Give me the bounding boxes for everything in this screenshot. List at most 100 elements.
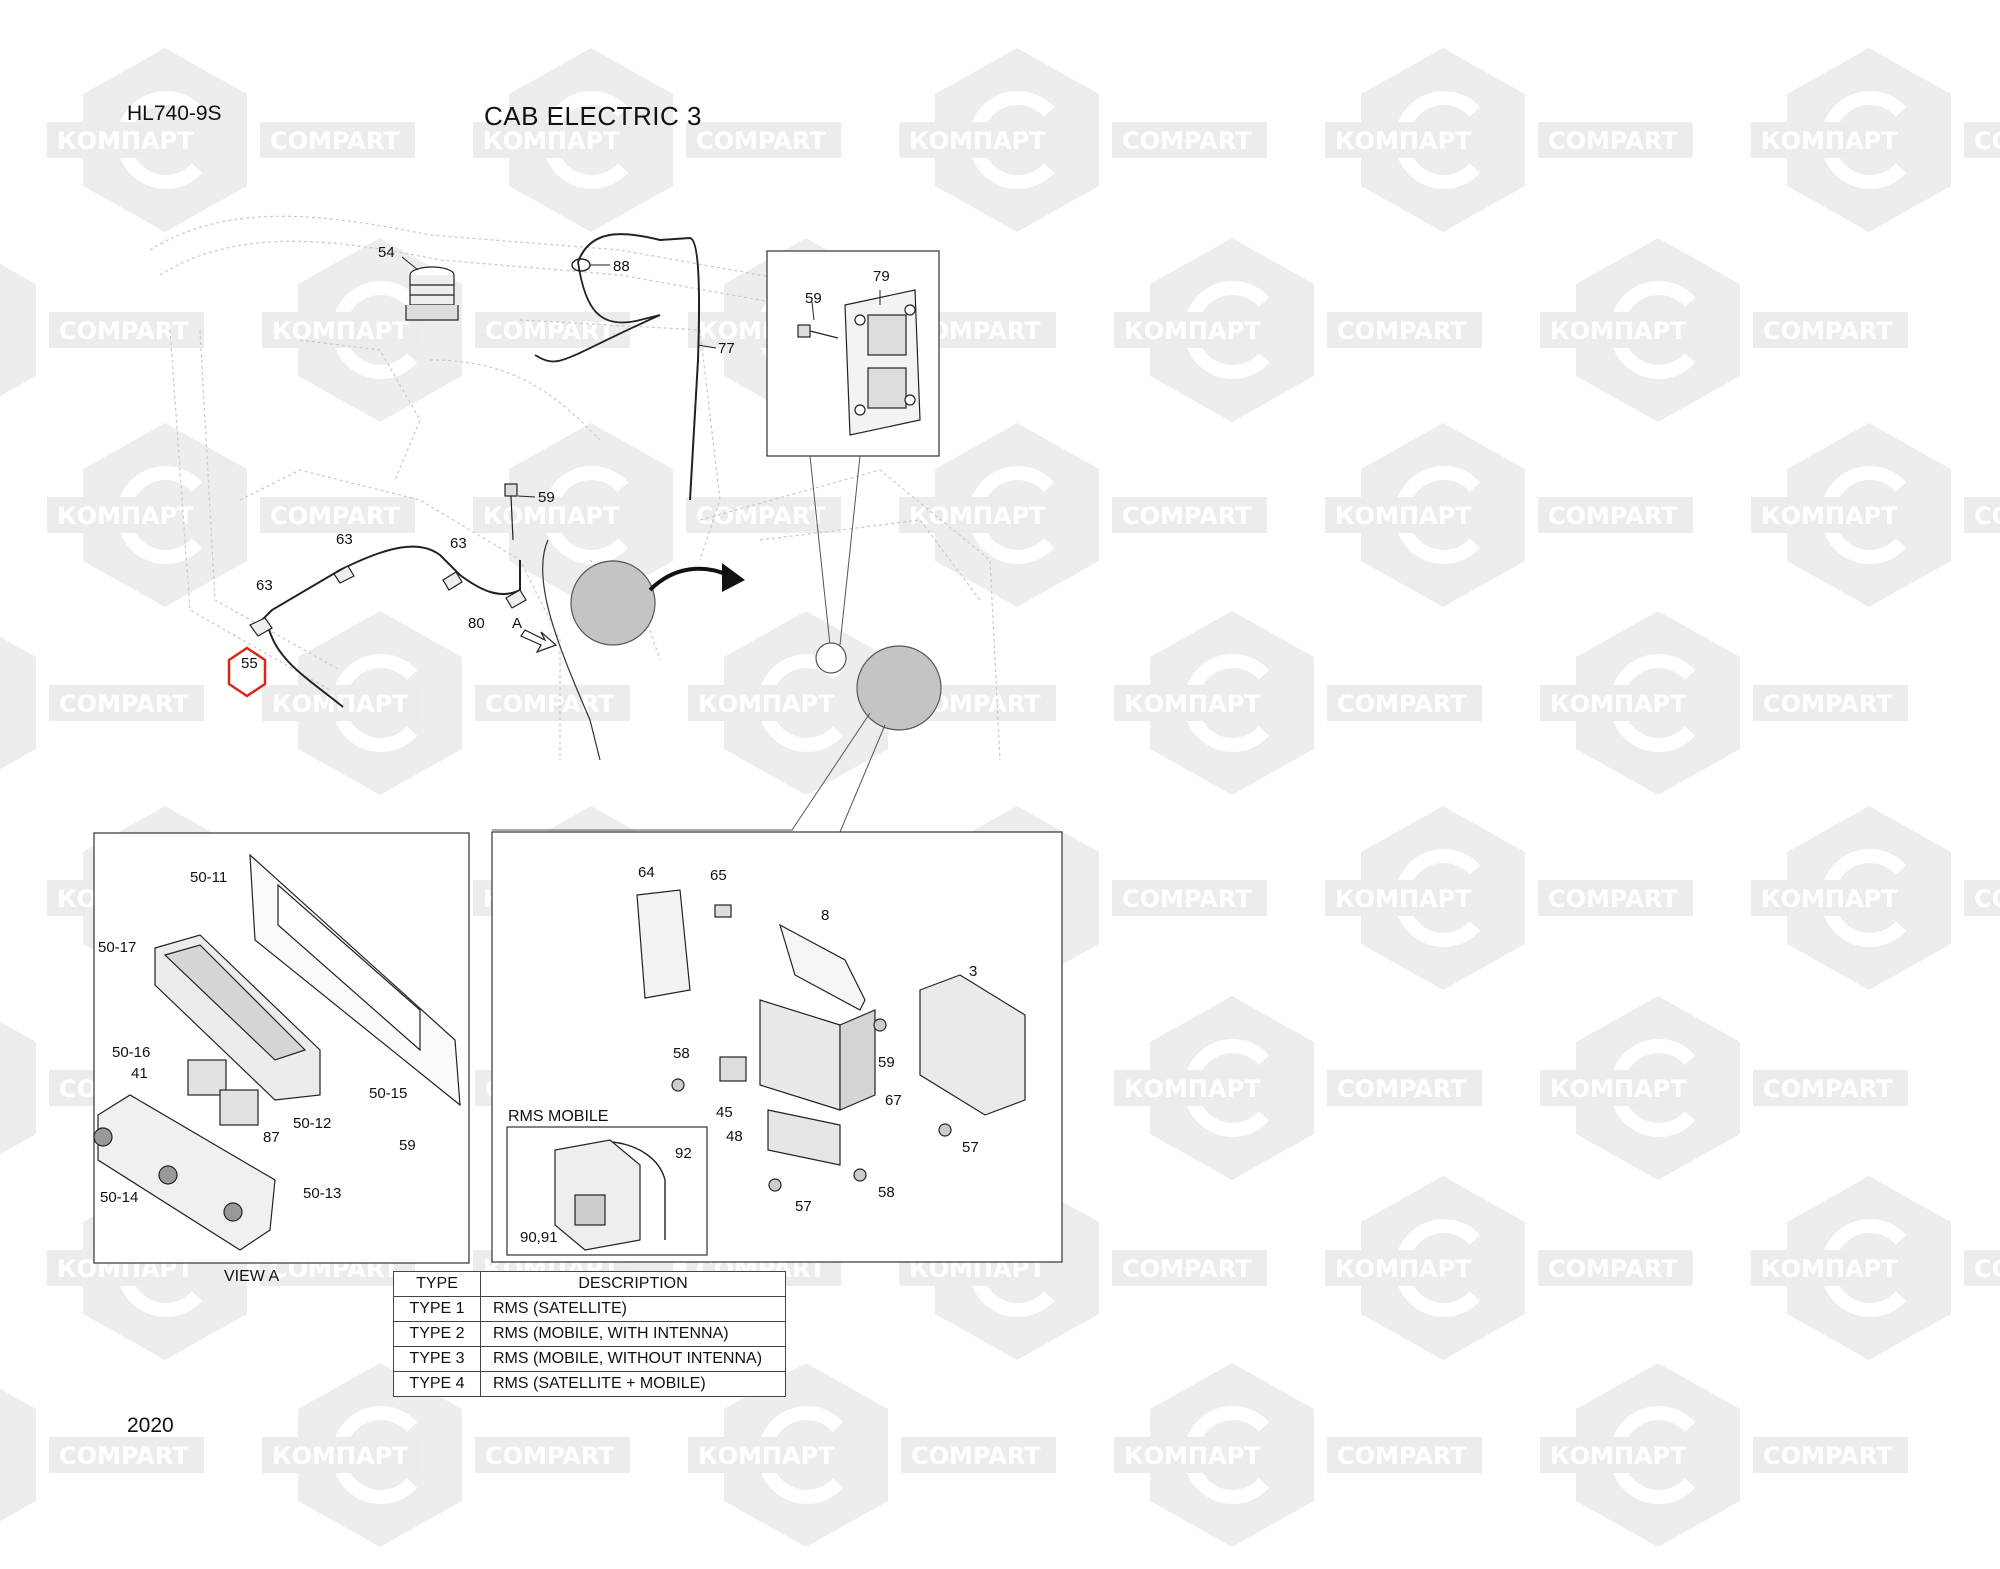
svg-text:COMPART: COMPART <box>696 502 826 530</box>
table-row: TYPE 2 RMS (MOBILE, WITH INTENNA) <box>393 1321 786 1347</box>
callout-50-11[interactable]: 50-11 <box>190 869 228 886</box>
leader-59-upper <box>517 495 536 498</box>
callout-88[interactable]: 88 <box>613 258 630 275</box>
svg-text:КОМПАРТ: КОМПАРТ <box>272 1442 409 1470</box>
svg-text:COMPART: COMPART <box>911 1442 1041 1470</box>
svg-text:COMPART: COMPART <box>1974 1255 2000 1283</box>
inset-79-target <box>815 642 847 674</box>
part-67-controller <box>759 999 876 1111</box>
leader-54 <box>401 256 419 271</box>
arrow-head <box>722 563 745 592</box>
svg-text:КОМПАРТ: КОМПАРТ <box>909 127 1046 155</box>
harness-77-branch <box>534 261 661 363</box>
callout-55[interactable]: 55 <box>241 655 258 672</box>
part-54-cylinder <box>405 266 459 321</box>
part-59-screw-inset <box>797 324 839 339</box>
callout-63-middle[interactable]: 63 <box>336 531 353 548</box>
type-description-table: TYPE DESCRIPTION TYPE 1 RMS (SATELLITE) … <box>393 1271 786 1397</box>
harness-55 <box>260 545 521 708</box>
callout-50-12[interactable]: 50-12 <box>293 1115 332 1132</box>
callout-8[interactable]: 8 <box>821 907 830 924</box>
part-79-module <box>844 289 921 436</box>
view-a-panel <box>249 853 461 1107</box>
detail-circle-b <box>856 645 942 731</box>
callout-50-15[interactable]: 50-15 <box>369 1085 408 1102</box>
callout-79[interactable]: 79 <box>873 268 890 285</box>
table-cell-type: TYPE 3 <box>393 1346 481 1372</box>
callout-77[interactable]: 77 <box>718 340 735 357</box>
model-number: HL740-9S <box>127 102 222 125</box>
rms-mobile-label: RMS MOBILE <box>508 1108 609 1125</box>
callout-58-right[interactable]: 58 <box>878 1184 895 1201</box>
table-cell-description: RMS (MOBILE, WITH INTENNA) <box>480 1321 786 1347</box>
table-row: TYPE 4 RMS (SATELLITE + MOBILE) <box>393 1371 786 1397</box>
svg-text:COMPART: COMPART <box>1548 1255 1678 1283</box>
part-88-ring <box>571 258 591 272</box>
callout-50-14[interactable]: 50-14 <box>100 1189 139 1206</box>
rms-screws <box>671 1018 952 1192</box>
clip-80 <box>505 589 527 609</box>
callout-65[interactable]: 65 <box>710 867 727 884</box>
view-a-caption: VIEW A <box>224 1268 280 1285</box>
svg-text:COMPART: COMPART <box>1763 1075 1893 1103</box>
callout-48[interactable]: 48 <box>726 1128 743 1145</box>
page-title: CAB ELECTRIC 3 <box>484 101 702 131</box>
svg-text:КОМПАРТ: КОМПАРТ <box>1335 127 1472 155</box>
callout-view-a-marker[interactable]: A <box>512 615 523 632</box>
part-48-module <box>767 1109 841 1166</box>
callout-64[interactable]: 64 <box>638 864 655 881</box>
callout-59-inset[interactable]: 59 <box>805 290 822 307</box>
svg-text:КОМПАРТ: КОМПАРТ <box>1335 502 1472 530</box>
svg-text:COMPART: COMPART <box>1122 885 1252 913</box>
callout-59-upper[interactable]: 59 <box>538 489 555 506</box>
callout-50-13[interactable]: 50-13 <box>303 1185 342 1202</box>
callout-57-left[interactable]: 57 <box>795 1198 812 1215</box>
table-cell-description: RMS (SATELLITE + MOBILE) <box>480 1371 786 1397</box>
callout-50-16[interactable]: 50-16 <box>112 1044 151 1061</box>
callout-59-rms[interactable]: 59 <box>878 1054 895 1071</box>
svg-text:КОМПАРТ: КОМПАРТ <box>1550 317 1687 345</box>
svg-text:КОМПАРТ: КОМПАРТ <box>1335 885 1472 913</box>
callout-58-left[interactable]: 58 <box>673 1045 690 1062</box>
callout-3[interactable]: 3 <box>969 963 978 980</box>
svg-text:COMPART: COMPART <box>1122 1255 1252 1283</box>
callout-87[interactable]: 87 <box>263 1129 280 1146</box>
callout-90-91[interactable]: 90,91 <box>520 1229 558 1246</box>
callout-92[interactable]: 92 <box>675 1145 692 1162</box>
callout-63-left[interactable]: 63 <box>256 577 273 594</box>
callout-80[interactable]: 80 <box>468 615 485 632</box>
highlight-hex-55 <box>227 646 267 698</box>
callout-63-right[interactable]: 63 <box>450 535 467 552</box>
svg-text:КОМПАРТ: КОМПАРТ <box>1124 317 1261 345</box>
table-cell-description: RMS (MOBILE, WITHOUT INTENNA) <box>480 1346 786 1372</box>
svg-text:КОМПАРТ: КОМПАРТ <box>1550 690 1687 718</box>
rms-mobile-unit <box>554 1139 641 1251</box>
callout-67[interactable]: 67 <box>885 1092 902 1109</box>
svg-text:COMPART: COMPART <box>59 690 189 718</box>
callout-50-17[interactable]: 50-17 <box>98 939 137 956</box>
part-64-plate <box>636 889 691 999</box>
svg-text:КОМПАРТ: КОМПАРТ <box>909 502 1046 530</box>
callout-54[interactable]: 54 <box>378 244 395 261</box>
callout-45[interactable]: 45 <box>716 1104 733 1121</box>
svg-text:КОМПАРТ: КОМПАРТ <box>1550 1442 1687 1470</box>
part-3-cover <box>919 974 1026 1116</box>
callout-41[interactable]: 41 <box>131 1065 148 1082</box>
svg-text:КОМПАРТ: КОМПАРТ <box>1761 127 1898 155</box>
callout-57-right[interactable]: 57 <box>962 1139 979 1156</box>
leader-59-inset <box>811 301 815 321</box>
cab-outline <box>149 215 1001 761</box>
part-8-bracket <box>779 923 866 1011</box>
page-number: 2020 <box>127 1414 174 1437</box>
callout-59-view-a[interactable]: 59 <box>399 1137 416 1154</box>
svg-text:КОМПАРТ: КОМПАРТ <box>1335 1255 1472 1283</box>
